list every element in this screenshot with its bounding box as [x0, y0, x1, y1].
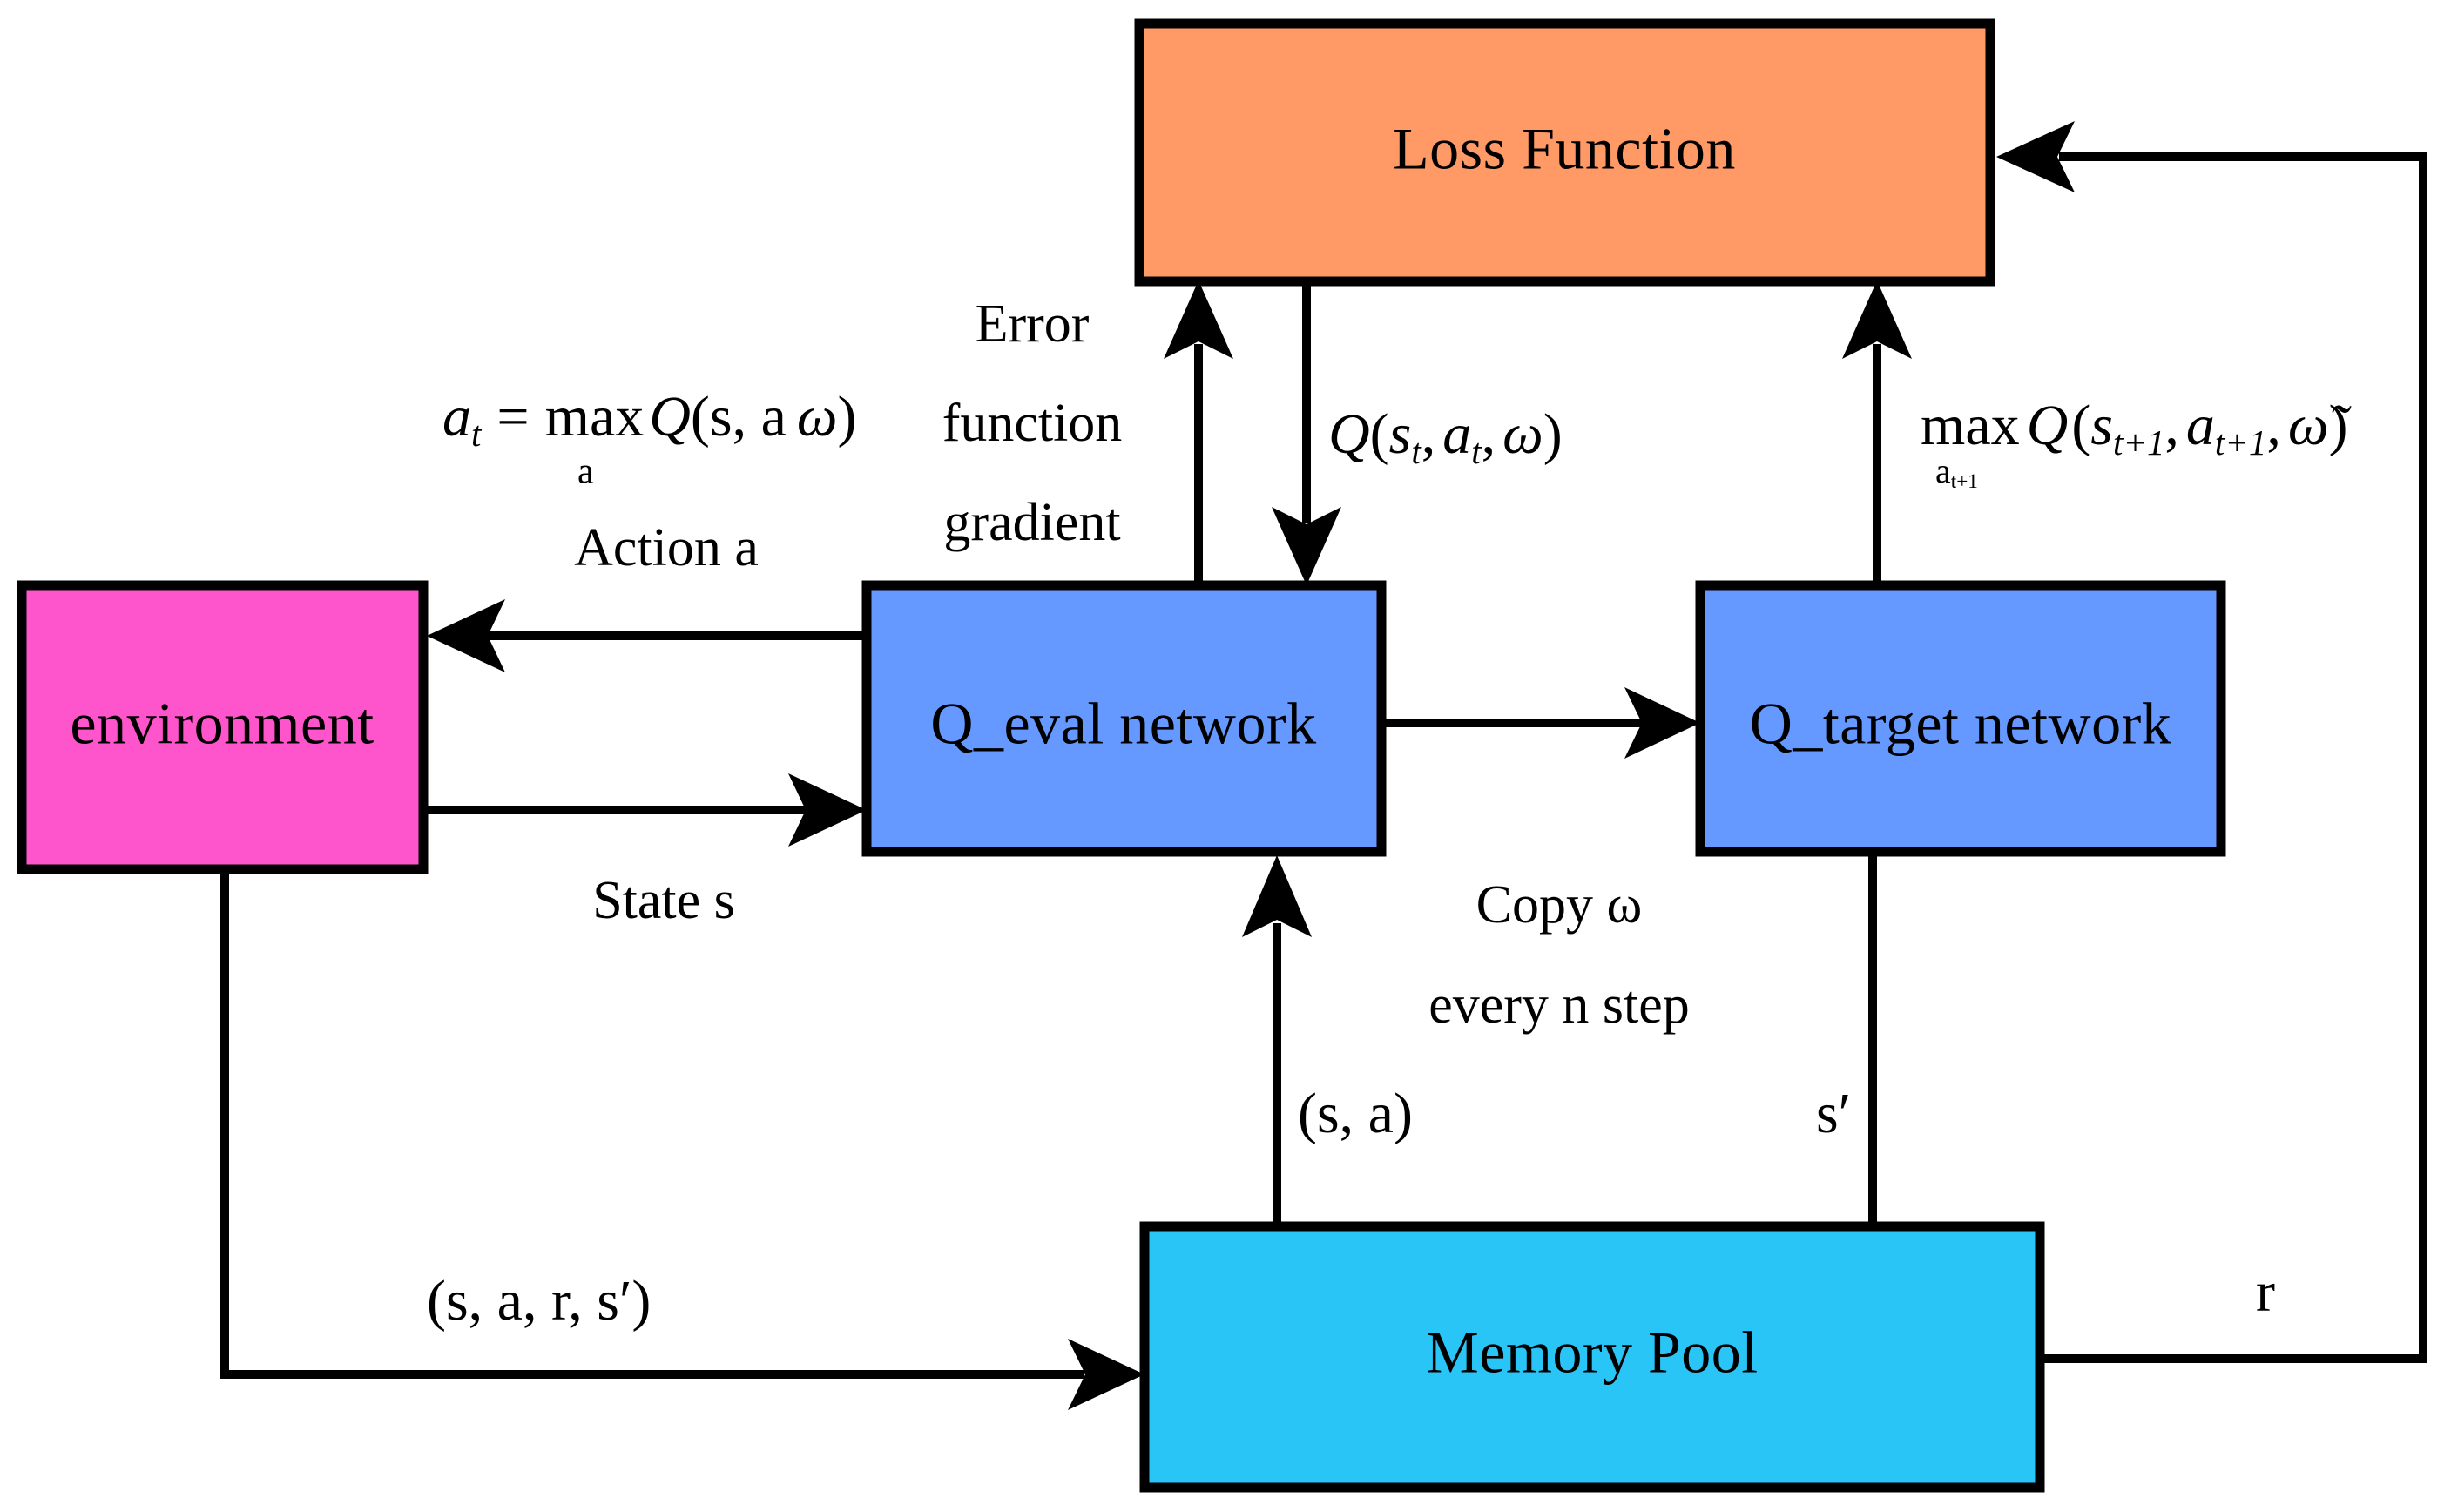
formula-args: (s, a: [691, 385, 787, 449]
edge-line-transition: [220, 869, 1084, 1379]
edge-line-reward: [2040, 152, 2427, 1363]
qtarget-comma1: ,: [2164, 394, 2179, 457]
edge-qtarget-to-loss: [1842, 280, 1912, 585]
label-state: State s: [592, 871, 735, 930]
label-q-eval-output: Q(st,at,ω): [1328, 402, 1563, 471]
label-copy-omega: Copy ω every n step: [1428, 875, 1690, 1035]
qeval-comma2: ,: [1482, 402, 1496, 466]
arrowhead-transition: [1068, 1339, 1144, 1410]
edge-memory-to-qeval: [1242, 855, 1312, 1226]
node-qeval-network-rect[interactable]: [861, 580, 1387, 857]
qeval-a-subscript: t: [1471, 432, 1482, 471]
qeval-s: s: [1389, 402, 1412, 466]
label-s-prime: s′: [1816, 1082, 1851, 1145]
node-qtarget-network-label: Q_target network: [1750, 691, 2172, 757]
formula-q: Q: [649, 385, 691, 449]
qtarget-a: a: [2186, 394, 2215, 457]
arrowhead-copy: [1624, 687, 1700, 759]
svg-text:at=maxQ(s, aω): at =maxQ(s, aω): [442, 385, 856, 454]
node-environment-label: environment: [70, 691, 374, 757]
arrowhead-reward: [1996, 121, 2075, 192]
qeval-omega: ω: [1502, 402, 1543, 466]
edge-loss-to-qeval-q: [1272, 283, 1341, 585]
label-copy-line1: Copy ω: [1476, 875, 1643, 935]
label-error-line1: Error: [976, 294, 1090, 354]
formula-omega: ω: [797, 385, 838, 449]
node-environment[interactable]: environment: [17, 580, 429, 874]
node-qtarget-network-rect[interactable]: [1695, 580, 2226, 857]
formula-max-subscript: a: [577, 452, 594, 492]
label-error-function-gradient: Error function gradient: [942, 294, 1123, 552]
node-qeval-network[interactable]: Q_eval network: [861, 580, 1387, 857]
svg-text:Q(st,at,ω): Q(st,at,ω): [1328, 402, 1563, 471]
qtarget-a-subscript: t+1: [2215, 423, 2266, 462]
label-error-line2: function: [942, 394, 1123, 453]
node-memory-pool[interactable]: Memory Pool: [1139, 1221, 2045, 1493]
label-copy-line2: every n step: [1428, 975, 1690, 1035]
qtarget-max: max: [1921, 394, 2020, 457]
qtarget-open: (: [2071, 394, 2090, 457]
arrowhead-sa: [1242, 855, 1312, 937]
arrowhead-state: [788, 773, 867, 847]
label-transition-tuple: (s, a, r, s′): [427, 1269, 651, 1333]
label-sa-tuple: (s, a): [1298, 1082, 1413, 1145]
arrowhead-action: [427, 599, 505, 672]
edge-memory-to-loss-reward: [1996, 121, 2427, 1363]
qtarget-s-subscript: t+1: [2113, 423, 2164, 462]
formula-a-subscript: t: [471, 415, 483, 454]
node-qeval-network-label: Q_eval network: [930, 691, 1316, 757]
qtarget-max-sub-t1: t+1: [1951, 470, 1978, 493]
label-action: Action a: [574, 518, 759, 577]
arrowhead-target-q: [1842, 280, 1912, 359]
formula-max: max: [545, 385, 645, 449]
svg-text:maxQ(st+1,at+1,ω̃): maxQ(st+1,at+1,ω̃): [1921, 394, 2352, 462]
qeval-comma1: ,: [1421, 402, 1436, 466]
formula-close: ): [838, 385, 857, 449]
qtarget-comma2: ,: [2266, 394, 2281, 457]
node-memory-pool-label: Memory Pool: [1426, 1320, 1758, 1386]
label-reward: r: [2256, 1260, 2275, 1324]
qtarget-close: ): [2328, 394, 2347, 457]
formula-equals: =: [496, 385, 529, 449]
qtarget-max-subscript: at+1: [1935, 451, 1978, 493]
arrowhead-q-eval-out: [1272, 507, 1341, 585]
label-error-line3: gradient: [943, 493, 1120, 552]
qtarget-q: Q: [2027, 394, 2069, 457]
qtarget-max-sub-a: a: [1935, 451, 1951, 490]
formula-a: a: [442, 385, 471, 449]
arrowhead-gradient: [1164, 280, 1233, 359]
node-qtarget-network[interactable]: Q_target network: [1695, 580, 2226, 857]
qeval-open: (: [1370, 402, 1389, 466]
qeval-s-subscript: t: [1411, 432, 1422, 471]
node-environment-rect[interactable]: [17, 580, 429, 874]
edge-environment-to-qeval: [423, 773, 867, 847]
edge-qeval-to-environment: [427, 599, 862, 672]
node-loss-function-label: Loss Function: [1393, 116, 1736, 182]
node-loss-function-rect[interactable]: [1134, 18, 1995, 287]
qeval-close: ): [1543, 402, 1563, 466]
qeval-a: a: [1442, 402, 1471, 466]
edge-environment-to-memory: [220, 869, 1144, 1410]
node-loss-function[interactable]: Loss Function: [1134, 18, 1995, 287]
edge-qeval-to-qtarget: [1381, 687, 1700, 759]
node-memory-pool-rect[interactable]: [1139, 1221, 2045, 1493]
qeval-q: Q: [1328, 402, 1370, 466]
edge-qeval-to-loss-gradient: [1164, 280, 1233, 585]
qtarget-s: s: [2090, 394, 2113, 457]
